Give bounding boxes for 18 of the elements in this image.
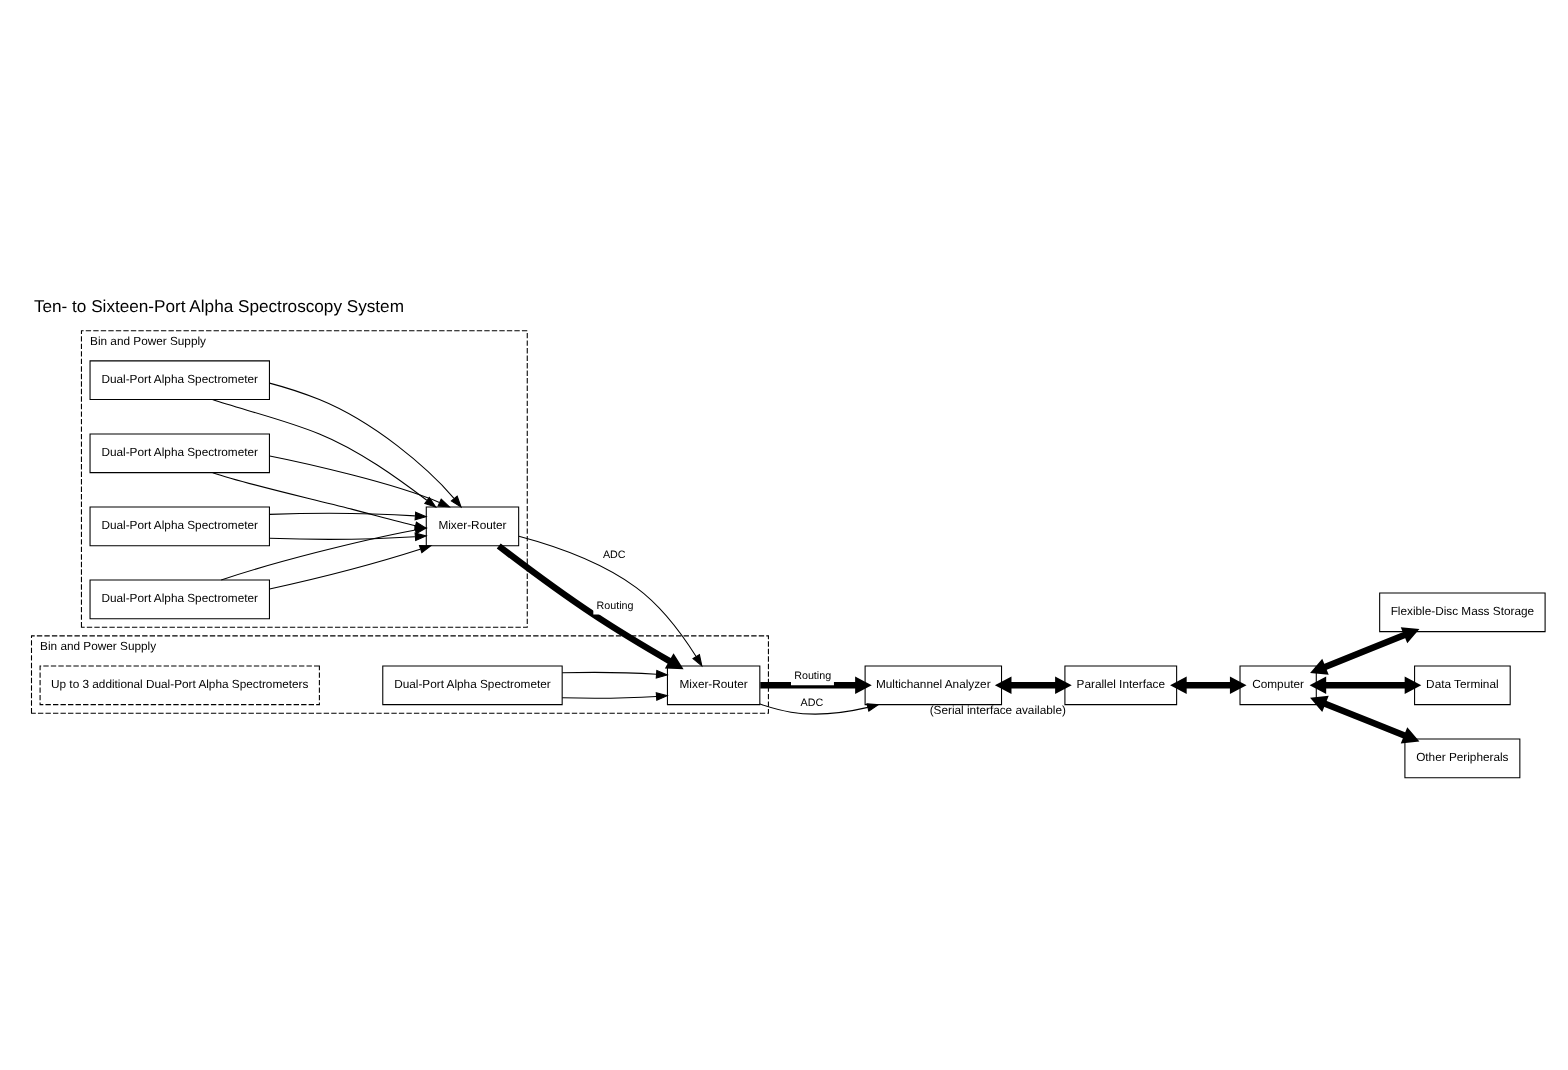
arrow — [1309, 675, 1422, 694]
arrow — [269, 544, 433, 589]
arrow — [1170, 675, 1247, 694]
arrow — [1310, 626, 1420, 674]
arrow — [269, 510, 428, 520]
arrow — [759, 702, 880, 714]
arrow — [561, 668, 669, 678]
arrow — [518, 534, 703, 667]
arrow — [211, 398, 437, 507]
arrow — [1310, 694, 1420, 743]
diagram-title: Ten- to Sixteen-Port Alpha Spectroscopy System — [33, 295, 404, 316]
arrow — [269, 531, 428, 541]
arrow — [994, 675, 1072, 694]
arrow — [269, 381, 463, 508]
arrow — [220, 524, 428, 580]
arrow — [269, 454, 451, 507]
arrow — [561, 690, 669, 700]
arrow — [760, 675, 872, 694]
